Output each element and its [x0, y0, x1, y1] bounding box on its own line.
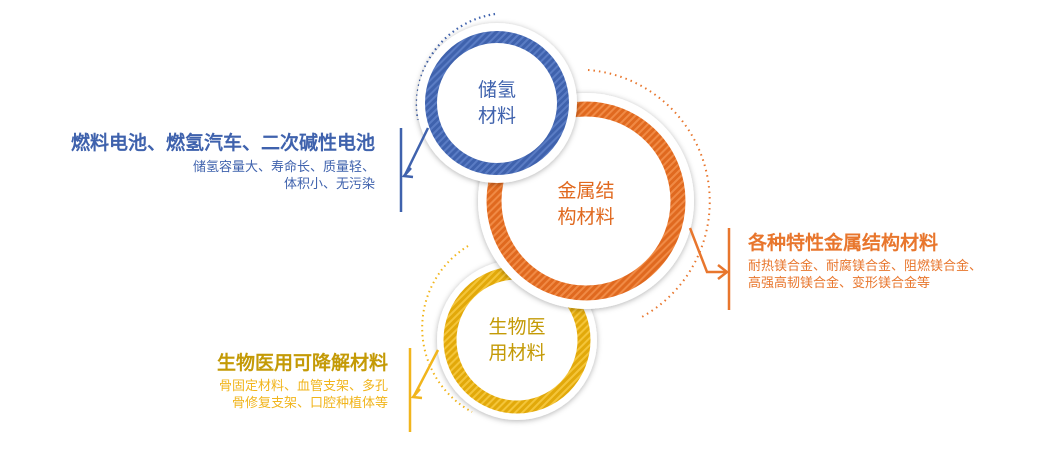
hydrogen-circle-label: 储氢 材料 — [447, 77, 547, 129]
structural-circle-label: 金属结 构材料 — [536, 178, 636, 230]
blue-dotted-arc — [415, 12, 496, 121]
orange-connector — [688, 227, 731, 310]
blue-connector — [399, 127, 430, 212]
structural-callout: 各种特性金属结构材料 耐热镁合金、耐腐镁合金、阻燃镁合金、 高强高韧镁合金、变形… — [748, 228, 982, 292]
label-line: 金属结 — [557, 180, 615, 202]
label-line: 材料 — [477, 105, 516, 127]
callout-desc: 骨修复支架、口腔种植体等 — [231, 396, 388, 411]
label-line: 用材料 — [488, 342, 546, 364]
callout-title: 燃料电池、燃氢汽车、二次碱性电池 — [70, 132, 375, 154]
callout-desc: 储氢容量大、寿命长、质量轻、 — [192, 160, 375, 175]
callout-desc: 骨固定材料、血管支架、多孔 — [218, 379, 388, 394]
biomedical-callout: 生物医用可降解材料 骨固定材料、血管支架、多孔 骨修复支架、口腔种植体等 — [217, 348, 388, 412]
callout-desc: 耐热镁合金、耐腐镁合金、阻燃镁合金、 — [748, 259, 983, 274]
hydrogen-circle — [417, 23, 577, 183]
callout-desc: 高强高韧镁合金、变形镁合金等 — [748, 276, 931, 291]
hydrogen-callout: 燃料电池、燃氢汽车、二次碱性电池 储氢容量大、寿命长、质量轻、 体积小、无污染 — [71, 128, 375, 193]
label-line: 构材料 — [557, 206, 615, 228]
yellow-dotted-arc — [421, 245, 473, 413]
label-line: 生物医 — [488, 316, 546, 338]
orange-dotted-arc — [587, 69, 711, 319]
yellow-connector — [408, 348, 440, 432]
label-line: 储氢 — [477, 79, 516, 101]
biomedical-circle-label: 生物医 用材料 — [467, 314, 567, 366]
callout-desc: 体积小、无污染 — [283, 177, 375, 192]
callout-title: 生物医用可降解材料 — [216, 352, 388, 374]
callout-title: 各种特性金属结构材料 — [748, 232, 939, 254]
